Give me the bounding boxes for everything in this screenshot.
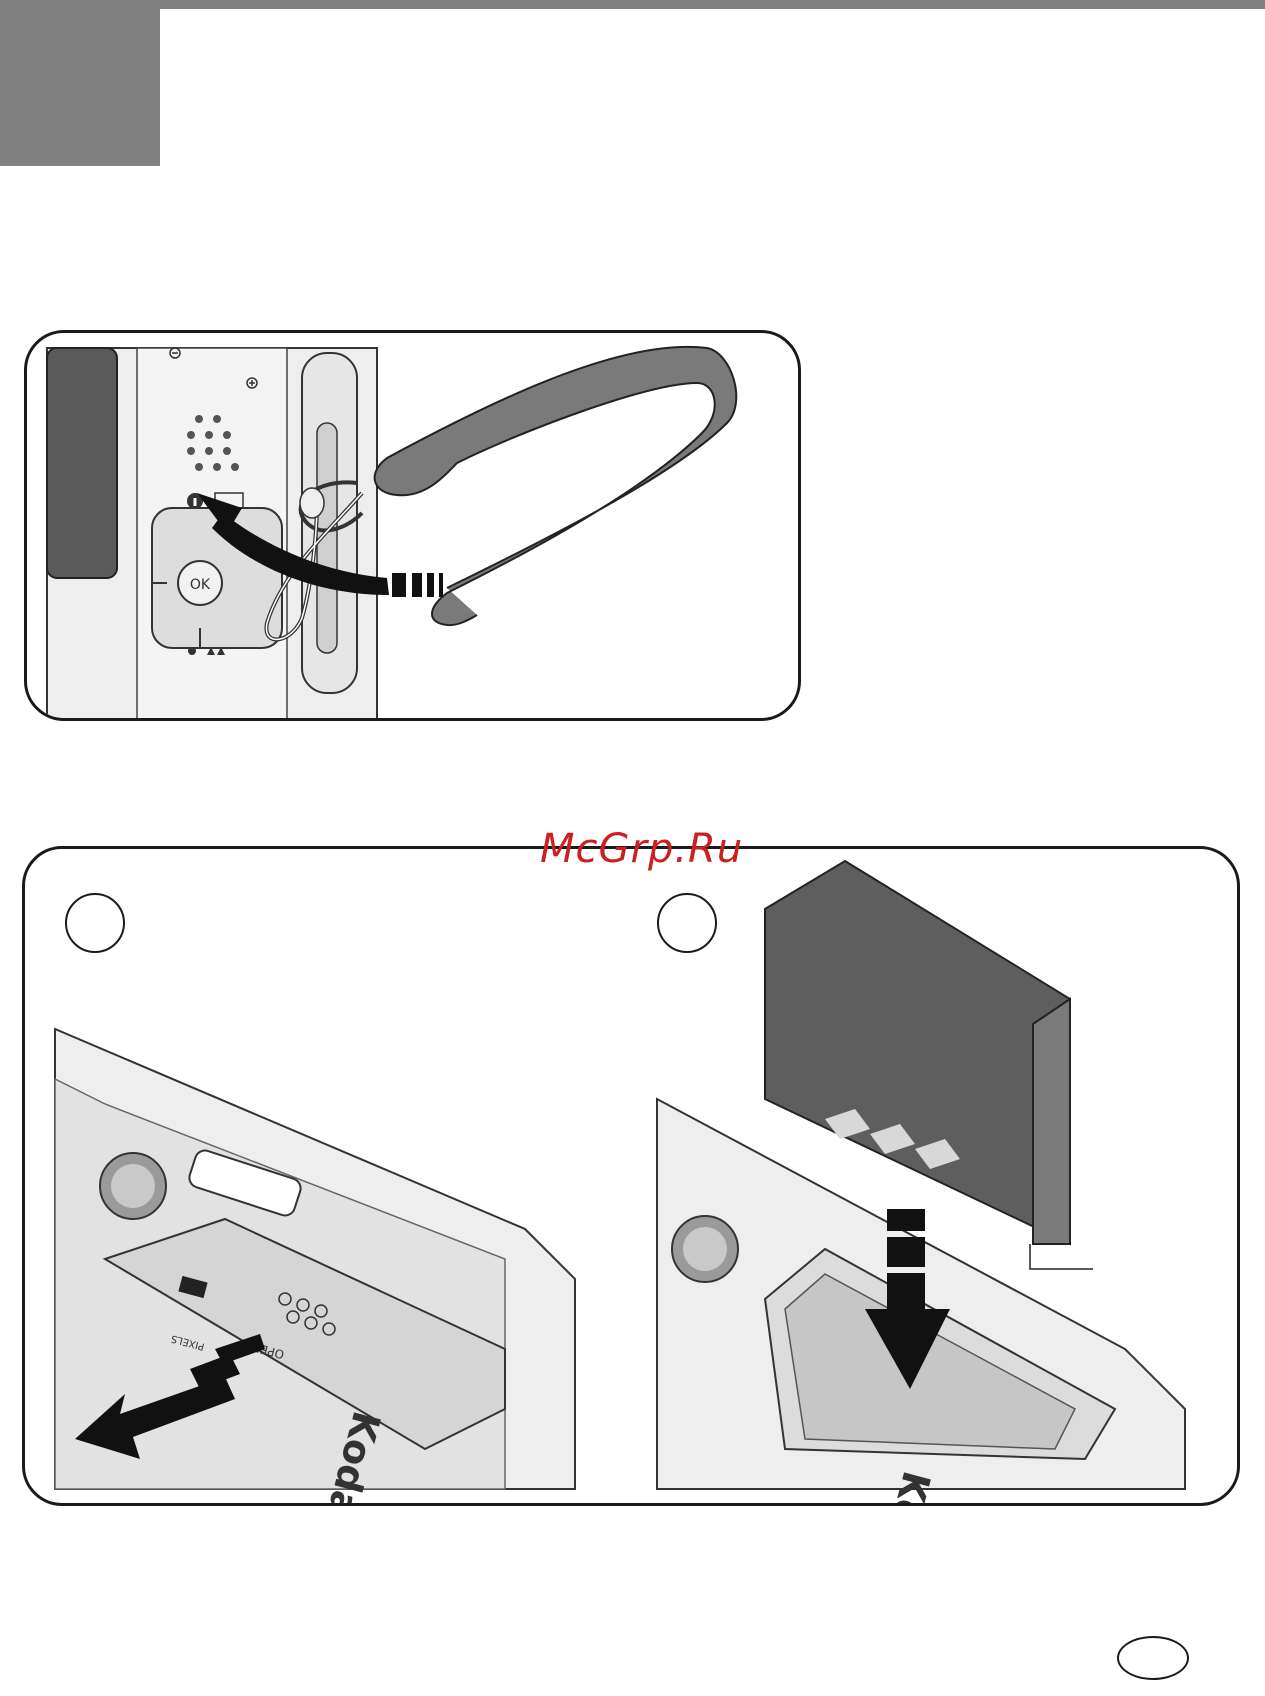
ok-button-label: OK — [190, 577, 211, 593]
battery-figure-panel: OPEN PIXELS Kodak Kodak — [22, 846, 1240, 1506]
watermark: McGrp.Ru — [540, 826, 743, 872]
step-b-circle — [657, 893, 717, 953]
strap-illustration: OK — [27, 333, 801, 721]
top-rule — [0, 0, 1265, 9]
page-number-oval — [1117, 1636, 1189, 1680]
battery-illustration: OPEN PIXELS Kodak Kodak — [25, 849, 1240, 1506]
strap-figure-panel: OK — [24, 330, 801, 721]
chapter-tab — [0, 0, 160, 166]
lcd-screen — [47, 348, 117, 578]
step-a-circle — [65, 893, 125, 953]
camera-bottom-view-a: OPEN PIXELS Kodak — [55, 1029, 575, 1506]
